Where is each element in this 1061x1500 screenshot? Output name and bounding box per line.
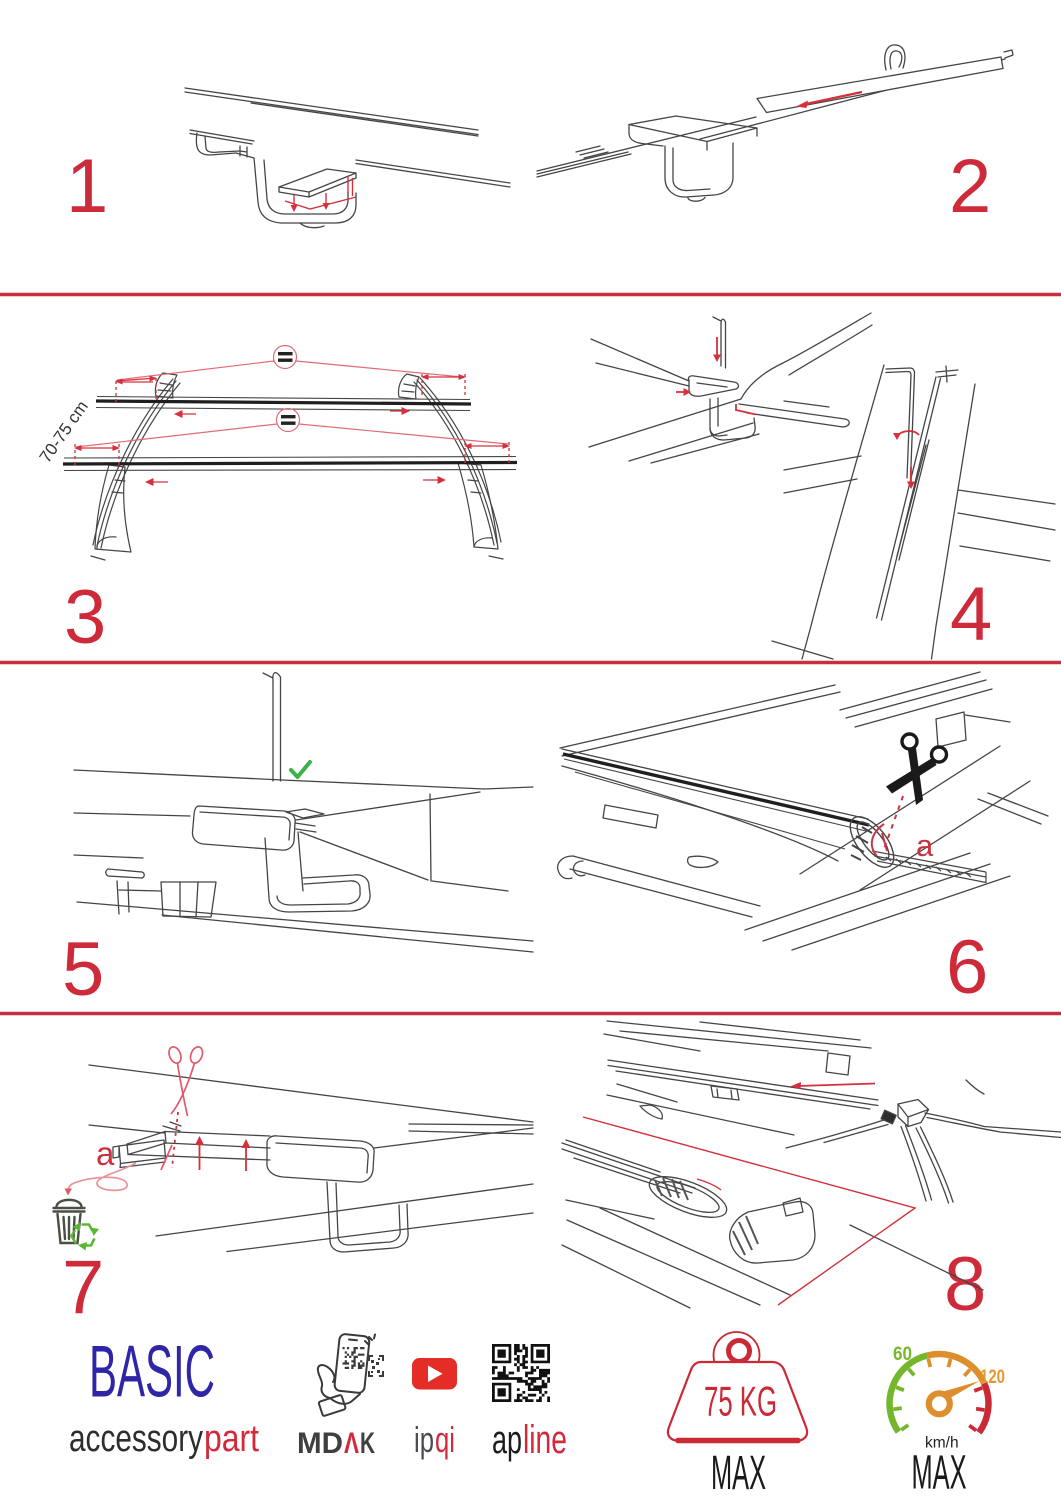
svg-text:part: part <box>204 1418 259 1460</box>
svg-text:Λ: Λ <box>344 1427 359 1460</box>
svg-text:70-75 cm: 70-75 cm <box>36 397 92 466</box>
svg-text:MAX: MAX <box>912 1446 967 1500</box>
svg-text:ap: ap <box>492 1418 522 1462</box>
svg-text:MAX: MAX <box>711 1446 766 1500</box>
svg-text:qi: qi <box>435 1419 455 1460</box>
svg-text:2: 2 <box>949 144 991 229</box>
svg-text:60: 60 <box>893 1344 912 1365</box>
svg-text:5: 5 <box>62 927 104 1012</box>
svg-text:K: K <box>360 1427 375 1460</box>
svg-text:ip: ip <box>414 1419 434 1460</box>
svg-text:6: 6 <box>946 925 988 1010</box>
svg-text:BASIC: BASIC <box>89 1332 215 1413</box>
svg-text:120: 120 <box>980 1367 1005 1388</box>
svg-text:km/h: km/h <box>925 1435 959 1452</box>
svg-text:8: 8 <box>944 1242 986 1327</box>
svg-text:4: 4 <box>950 572 992 657</box>
svg-text:a: a <box>96 1135 115 1172</box>
svg-text:accessory: accessory <box>69 1418 203 1460</box>
svg-text:3: 3 <box>64 575 106 660</box>
svg-text:75 KG: 75 KG <box>704 1378 777 1425</box>
svg-text:a: a <box>916 828 934 863</box>
svg-text:MD: MD <box>297 1427 343 1460</box>
svg-text:7: 7 <box>62 1245 104 1330</box>
svg-text:1: 1 <box>66 144 108 229</box>
svg-text:line: line <box>523 1418 567 1462</box>
